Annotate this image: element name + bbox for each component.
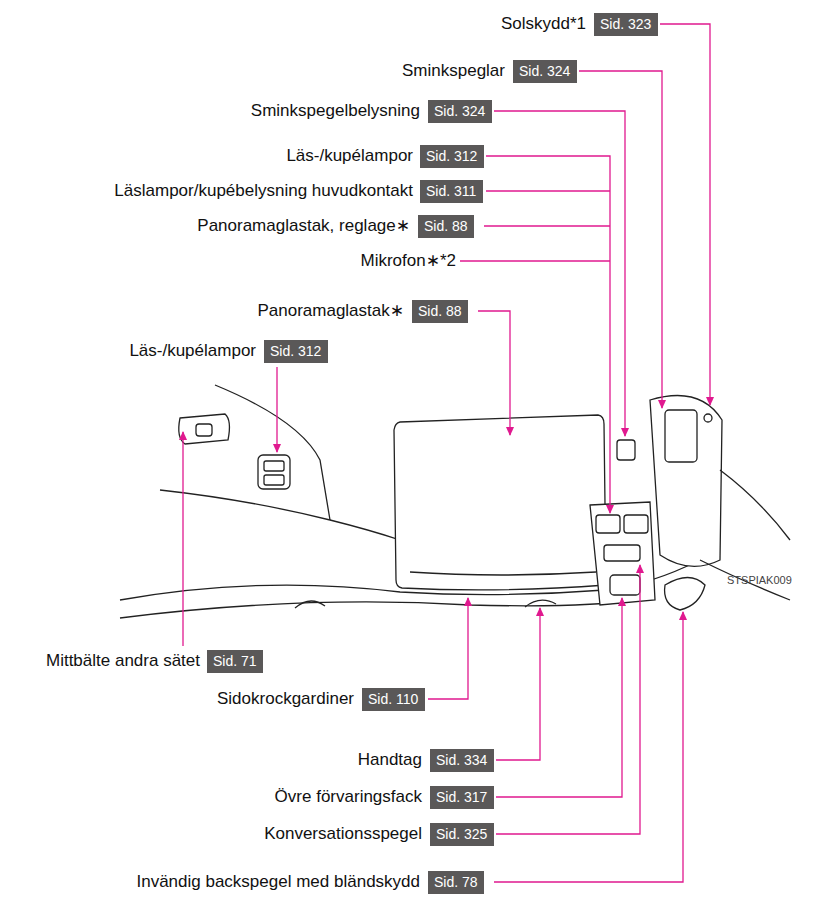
page-ref: Sid. 312 [264, 340, 328, 363]
part-label: Läslampor/kupébelysning huvudkontakt [114, 181, 413, 201]
page-badge: Sid. 334 [430, 749, 494, 772]
page-ref: Sid. 324 [513, 60, 577, 83]
part-label: Sidokrockgardiner [217, 689, 354, 709]
page-badge: Sid. 78 [428, 871, 484, 894]
page-badge: Sid. 324 [428, 100, 492, 123]
page-ref: Sid. 71 [207, 650, 263, 673]
part-label: Mittbälte andra sätet [46, 651, 200, 671]
page-ref: Sid. 78 [428, 871, 484, 894]
part-label: Konversationsspegel [264, 824, 422, 844]
page-badge: Sid. 323 [594, 13, 658, 36]
part-label: Panoramaglastak, reglage∗ [197, 216, 410, 236]
page-badge: Sid. 110 [362, 688, 425, 711]
page-ref: Sid. 334 [430, 749, 494, 772]
page-ref: Sid. 312 [420, 145, 484, 168]
part-label: Läs-/kupélampor [286, 146, 413, 166]
part-label: Invändig backspegel med bländskydd [136, 872, 420, 892]
part-label: Mikrofon∗*2 [360, 251, 456, 271]
page-ref: Sid. 324 [428, 100, 492, 123]
part-label: Handtag [358, 750, 422, 770]
page-badge: Sid. 311 [420, 180, 483, 203]
part-label: Sminkspeglar [402, 61, 505, 81]
page-badge: Sid. 312 [420, 145, 484, 168]
page-badge: Sid. 317 [430, 786, 494, 809]
page-ref: Sid. 311 [420, 180, 483, 203]
part-label: Panoramaglastak∗ [257, 301, 404, 321]
page-ref: Sid. 110 [362, 688, 425, 711]
page-badge: Sid. 88 [412, 300, 468, 323]
part-label: Läs-/kupélampor [129, 341, 256, 361]
page-badge: Sid. 324 [513, 60, 577, 83]
figure-code: STSPIAK009 [727, 570, 792, 590]
part-label: Övre förvaringsfack [275, 787, 422, 807]
page-ref: Sid. 323 [594, 13, 658, 36]
page-ref: Sid. 88 [418, 215, 474, 238]
part-label: Sminkspegelbelysning [251, 101, 420, 121]
page-ref: Sid. 317 [430, 786, 494, 809]
part-label: Solskydd*1 [501, 14, 586, 34]
page-ref: Sid. 88 [412, 300, 468, 323]
page-badge: Sid. 312 [264, 340, 328, 363]
page-badge: Sid. 71 [207, 650, 263, 673]
page-ref: Sid. 325 [430, 823, 494, 846]
page-badge: Sid. 88 [418, 215, 474, 238]
page-badge: Sid. 325 [430, 823, 494, 846]
